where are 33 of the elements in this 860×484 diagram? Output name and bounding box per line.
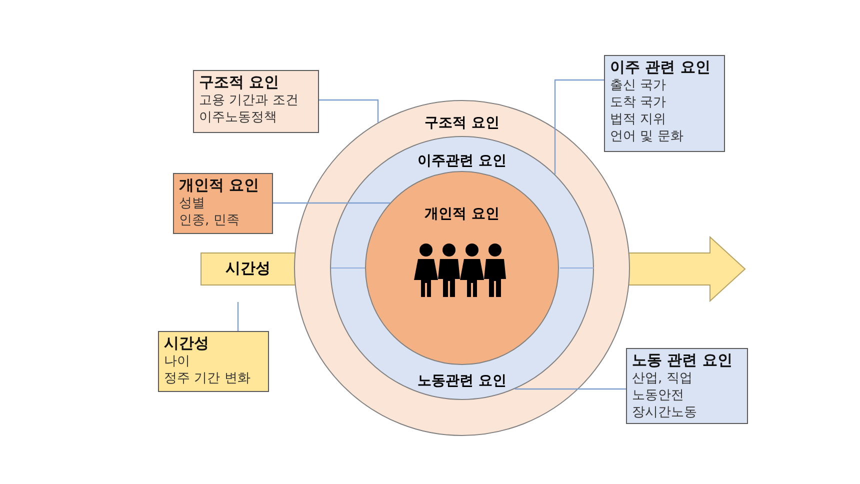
callout-item: 언어 및 문화 [610,128,684,145]
callout-item: 산업, 직업 [632,370,692,387]
circle-label: 개인적 요인 [424,206,500,222]
callout-box [173,173,273,234]
leader-line [514,388,626,390]
leader-line [554,79,604,174]
callout-item: 성별 [179,195,205,212]
callout-heading: 노동 관련 요인 [632,351,732,370]
callout-item: 장시간노동 [632,404,697,421]
circle-label: 구조적 요인 [424,115,500,131]
callout-heading: 구조적 요인 [199,73,280,92]
callout-box [604,55,725,152]
leader-line [273,202,390,204]
callout-item: 나이 [164,353,190,370]
circle-label: 노동관련 요인 [418,373,506,389]
callout-heading: 시간성 [164,334,209,353]
callout-item: 고용 기간과 조건 [199,92,298,109]
callout-item: 인종, 민족 [179,212,240,229]
callout-item: 노동안전 [632,387,684,404]
callout-item: 이주노동정책 [199,109,277,126]
callout-box [193,70,319,133]
leader-line [237,302,239,331]
callout-heading: 개인적 요인 [179,176,260,195]
callout-box [158,331,269,392]
callout-heading: 이주 관련 요인 [610,58,710,77]
circle-label: 이주관련 요인 [418,153,506,169]
band-label: 시간성 [224,259,272,278]
leader-line [319,99,379,122]
callout-item: 법적 지위 [610,111,666,128]
callout-box [626,348,748,424]
callout-item: 도착 국가 [610,94,666,111]
callout-item: 정주 기간 변화 [164,370,250,387]
callout-item: 출신 국가 [610,77,666,94]
